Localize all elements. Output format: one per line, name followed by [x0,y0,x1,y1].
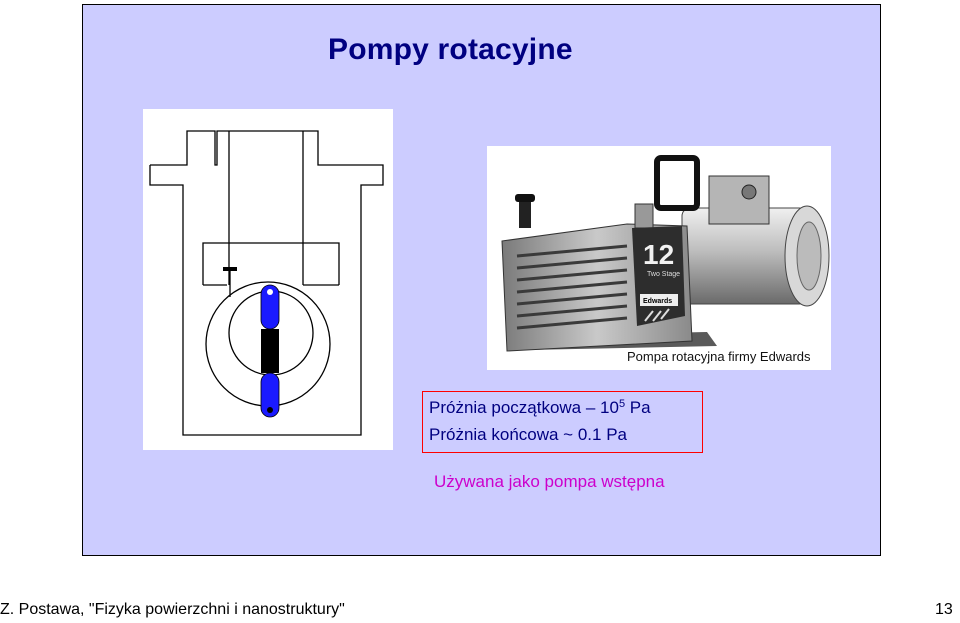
pump-model-stage: Two Stage [647,271,680,278]
slide-panel: Pompy rotacyjne [82,4,881,556]
initial-vacuum-exponent: 5 [618,398,626,410]
footer-author-course: Z. Postawa, "Fizyka powierzchni i nanost… [0,601,345,618]
pump-schematic-svg [149,130,384,436]
final-vacuum-line: Próżnia końcowa ~ 0.1 Pa [429,425,627,444]
edwards-pump-photo: 12 Two Stage Edwards Pompa rotacyjna fir… [487,146,831,370]
page-number: 13 [935,601,953,618]
vane-bottom [260,372,280,418]
usage-note: Używana jako pompa wstępna [434,472,665,491]
slide-title: Pompy rotacyjne [328,33,573,66]
photo-caption: Pompa rotacyjna firmy Edwards [627,349,811,364]
initial-vacuum-unit: Pa [625,398,651,417]
initial-vacuum-label: Próżnia początkowa – 10 [429,398,619,417]
vacuum-info-box: Próżnia początkowa – 105 Pa Próżnia końc… [422,391,703,453]
pump-brand-plate: Edwards [643,298,672,305]
inner-chamber [202,165,230,285]
pump-model-number: 12 [643,239,674,270]
rotary-pump-diagram [143,109,393,450]
vane-center [261,329,279,373]
housing-outline [149,130,384,436]
pump-illustration-svg: 12 Two Stage Edwards [501,155,830,352]
exhaust-valve [223,267,237,271]
initial-vacuum-line: Próżnia początkowa – 105 Pa [429,398,651,418]
